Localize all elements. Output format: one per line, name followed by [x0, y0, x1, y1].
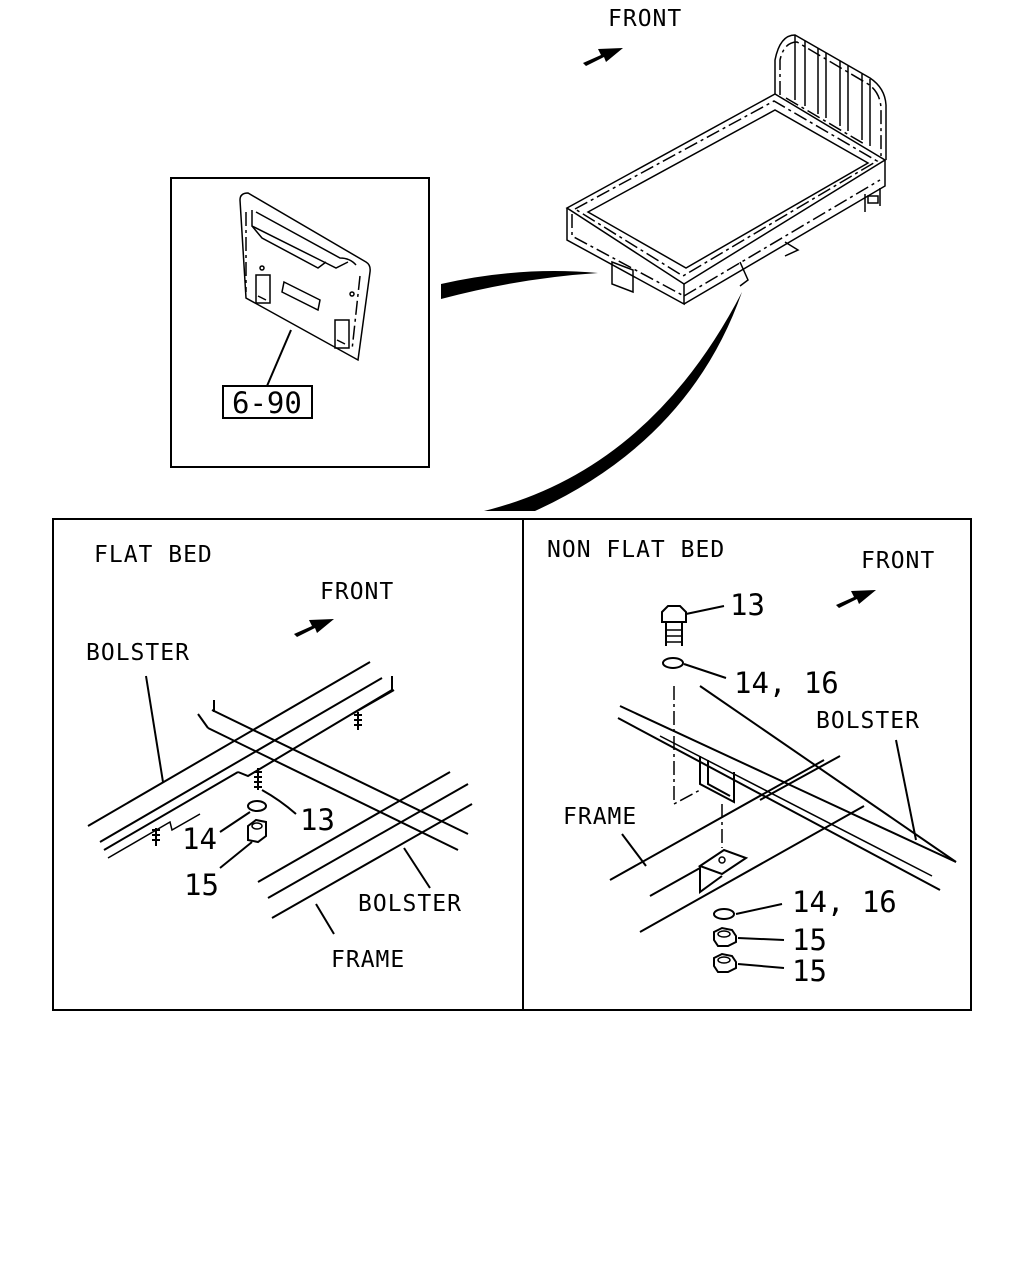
- bracket-drawing: [239, 192, 371, 362]
- leader-13: [261, 789, 297, 815]
- non-flat-bed-frame-label: FRAME: [563, 804, 637, 830]
- ref-label-6-90: 6-90: [232, 386, 302, 420]
- leader-14: [219, 811, 251, 833]
- nut-icon: [713, 952, 737, 973]
- leader-15-a: [737, 937, 785, 941]
- connector-inset: [441, 271, 598, 299]
- non-flat-bed-callout-15-a: 15: [792, 923, 827, 957]
- inset-box: [170, 177, 430, 468]
- leader-bolster-bottom: [403, 847, 431, 889]
- flat-bed-callout-13: 13: [300, 803, 335, 837]
- leader-frame: [621, 833, 647, 867]
- leader-14-16-bottom: [735, 903, 783, 915]
- flat-bed-front-label: FRONT: [320, 579, 394, 605]
- bolt-icon: [661, 605, 687, 646]
- leader-bolster: [895, 739, 917, 841]
- leader-6-90: [266, 329, 292, 387]
- non-flat-bed-callout-13: 13: [730, 588, 765, 622]
- nut-icon: [713, 926, 737, 947]
- flat-bed-frame-label: FRAME: [331, 947, 405, 973]
- flat-bed-panel: FLAT BED FRONT: [86, 542, 473, 973]
- washer-icon: [662, 657, 684, 669]
- washer-icon: [713, 908, 735, 920]
- washer-icon: [247, 800, 267, 812]
- leader-15-b: [737, 963, 785, 969]
- connector-lower: [484, 292, 742, 511]
- flat-bed-bolster-cross: [197, 700, 469, 851]
- lower-panels-border: [52, 518, 972, 1011]
- non-flat-bed-front-arrow-icon: [836, 590, 876, 608]
- truck-bed-drawing: [565, 34, 887, 306]
- leader-bolster-top: [145, 675, 164, 783]
- flat-bed-bolster-label: BOLSTER: [86, 640, 190, 666]
- non-flat-bed-bolster: [617, 685, 957, 891]
- non-flat-bed-callout-15-b: 15: [792, 954, 827, 988]
- stud-icon: [152, 712, 362, 846]
- flat-bed-frame: [257, 689, 473, 919]
- non-flat-bed-callout-14-16-top: 14, 16: [734, 666, 839, 700]
- flat-bed-callout-15: 15: [184, 868, 219, 902]
- nut-icon: [247, 818, 267, 844]
- flat-bed-title: FLAT BED: [94, 542, 213, 568]
- non-flat-bed-front-label: FRONT: [861, 548, 935, 574]
- front-arrow-icon-top: [583, 48, 623, 66]
- leader-15: [219, 841, 253, 869]
- leader-13: [685, 605, 725, 615]
- non-flat-bed-panel: NON FLAT BED FRONT: [547, 537, 957, 988]
- flat-bed-front-arrow-icon: [294, 619, 334, 637]
- front-label-top: FRONT: [608, 6, 682, 32]
- flat-bed-bolster-label-2: BOLSTER: [358, 891, 462, 917]
- ref-box: [222, 385, 313, 419]
- non-flat-bed-frame: [609, 755, 865, 933]
- leader-frame: [315, 903, 335, 935]
- flat-bed-bolster-long: [87, 661, 393, 859]
- non-flat-bed-bolster-label: BOLSTER: [816, 708, 920, 734]
- non-flat-bed-title: NON FLAT BED: [547, 537, 725, 563]
- non-flat-bed-bracket: [673, 686, 749, 894]
- flat-bed-callout-14: 14: [182, 822, 217, 856]
- leader-14-16-top: [683, 663, 727, 679]
- non-flat-bed-callout-14-16-bottom: 14, 16: [792, 885, 897, 919]
